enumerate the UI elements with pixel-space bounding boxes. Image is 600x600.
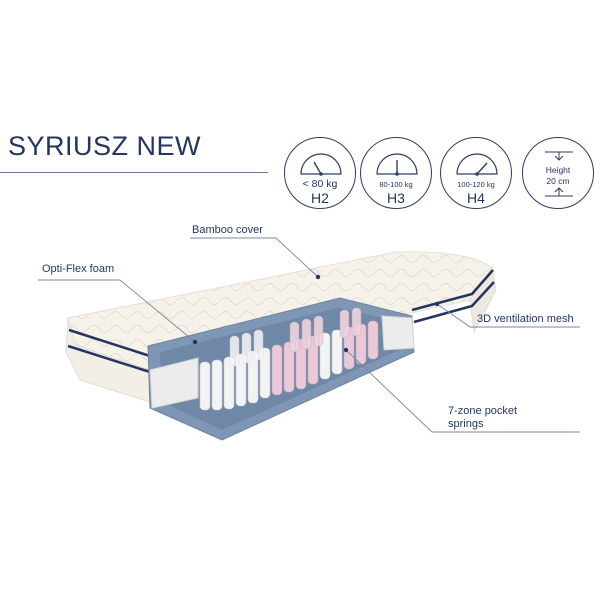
piping-front <box>67 328 151 374</box>
gauge-icon <box>376 153 418 176</box>
gauge-icon <box>300 153 342 176</box>
height-value: 20 cm <box>546 176 570 186</box>
gauge-icon <box>456 153 498 176</box>
hardness-badge-h4: 100-120 kg H4 <box>440 137 512 209</box>
foam-edge-right <box>381 315 415 351</box>
hardness-label: H4 <box>467 190 485 206</box>
callout-ventilation-mesh: 3D ventilation mesh <box>477 313 574 325</box>
callout-leaders <box>38 237 580 433</box>
weight-range-label: 80-100 kg <box>379 180 413 189</box>
product-title: SYRIUSZ NEW <box>8 131 202 161</box>
hardness-badge-h2: < 80 kg H2 <box>284 137 356 209</box>
callout-pocket-springs-line1: 7-zone pocket <box>448 405 518 417</box>
callout-opti-flex-foam: Opti-Flex foam <box>42 263 115 275</box>
foam-edge-left <box>149 357 199 409</box>
height-badge: Height 20 cm <box>522 137 594 209</box>
hardness-label: H3 <box>387 190 405 206</box>
height-label: Height <box>545 165 571 175</box>
hardness-badge-h3: 80-100 kg H3 <box>360 137 432 209</box>
title-divider <box>0 172 268 173</box>
weight-range-label: 100-120 kg <box>457 180 495 189</box>
pocket-springs <box>199 307 379 411</box>
height-arrows-icon <box>545 151 573 197</box>
callout-pocket-springs-line2: springs <box>448 418 484 430</box>
piping-right <box>411 269 495 324</box>
callout-bamboo-cover: Bamboo cover <box>192 224 263 236</box>
weight-range-label: < 80 kg <box>302 178 338 190</box>
hardness-label: H2 <box>311 190 329 206</box>
